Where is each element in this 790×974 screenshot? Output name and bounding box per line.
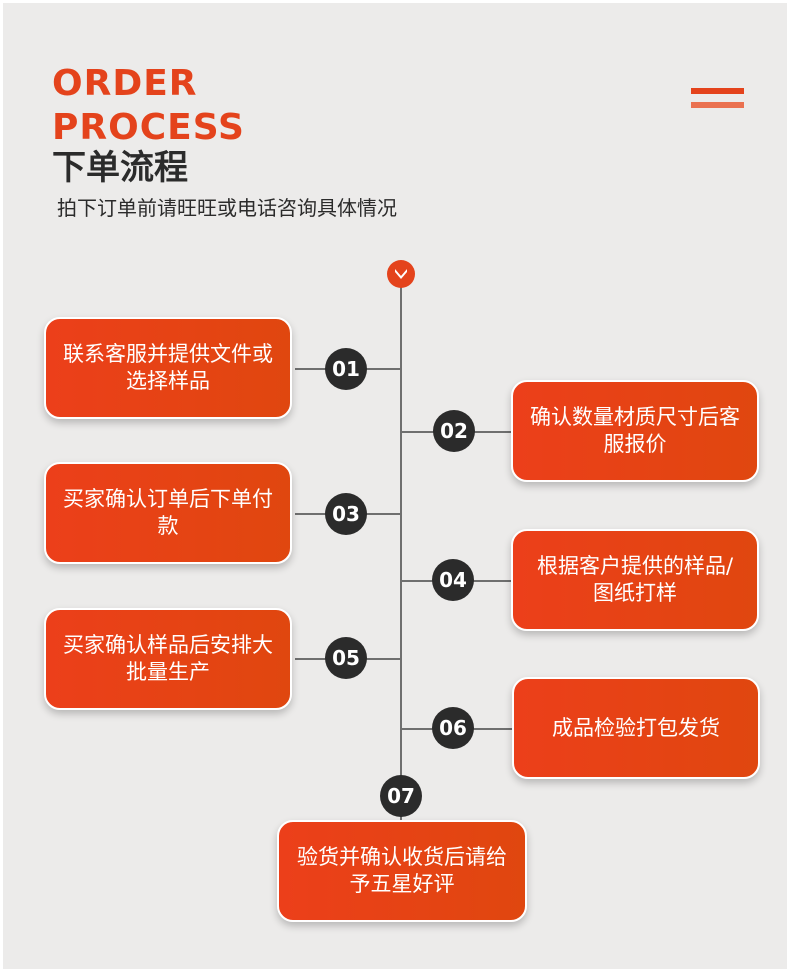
step-card-07: 验货并确认收货后请给予五星好评 bbox=[277, 820, 527, 922]
page-title-english: ORDER PROCESS bbox=[52, 62, 245, 150]
timeline-start-dot bbox=[387, 260, 415, 288]
step-number-04: 04 bbox=[432, 559, 474, 601]
step-card-06: 成品检验打包发货 bbox=[512, 677, 760, 779]
bar-bottom bbox=[691, 102, 744, 108]
chevron-down-icon bbox=[395, 269, 407, 279]
step-text-07: 验货并确认收货后请给予五星好评 bbox=[297, 845, 507, 896]
step-text-05: 买家确认样品后安排大批量生产 bbox=[63, 633, 273, 684]
step-text-01: 联系客服并提供文件或选择样品 bbox=[63, 342, 273, 393]
step-card-04: 根据客户提供的样品/图纸打样 bbox=[511, 529, 759, 631]
step-text-02: 确认数量材质尺寸后客服报价 bbox=[530, 405, 740, 456]
step-number-07: 07 bbox=[380, 775, 422, 817]
step-card-03: 买家确认订单后下单付款 bbox=[44, 462, 292, 564]
step-number-05: 05 bbox=[325, 637, 367, 679]
step-text-03: 买家确认订单后下单付款 bbox=[63, 487, 273, 538]
step-card-02: 确认数量材质尺寸后客服报价 bbox=[511, 380, 759, 482]
title-en-line2: PROCESS bbox=[52, 107, 245, 148]
timeline-vertical-line bbox=[400, 283, 402, 823]
step-card-01: 联系客服并提供文件或选择样品 bbox=[44, 317, 292, 419]
page-subtitle: 拍下订单前请旺旺或电话咨询具体情况 bbox=[57, 196, 397, 220]
step-number-03: 03 bbox=[325, 493, 367, 535]
step-text-06: 成品检验打包发货 bbox=[552, 715, 720, 740]
title-en-line1: ORDER bbox=[52, 63, 198, 104]
step-number-06: 06 bbox=[432, 707, 474, 749]
step-number-01: 01 bbox=[325, 348, 367, 390]
bar-top bbox=[691, 88, 744, 94]
step-number-02: 02 bbox=[433, 410, 475, 452]
step-text-04: 根据客户提供的样品/图纸打样 bbox=[536, 554, 734, 605]
step-card-05: 买家确认样品后安排大批量生产 bbox=[44, 608, 292, 710]
decorative-bars-icon bbox=[691, 88, 744, 110]
page-title-chinese: 下单流程 bbox=[52, 148, 188, 188]
